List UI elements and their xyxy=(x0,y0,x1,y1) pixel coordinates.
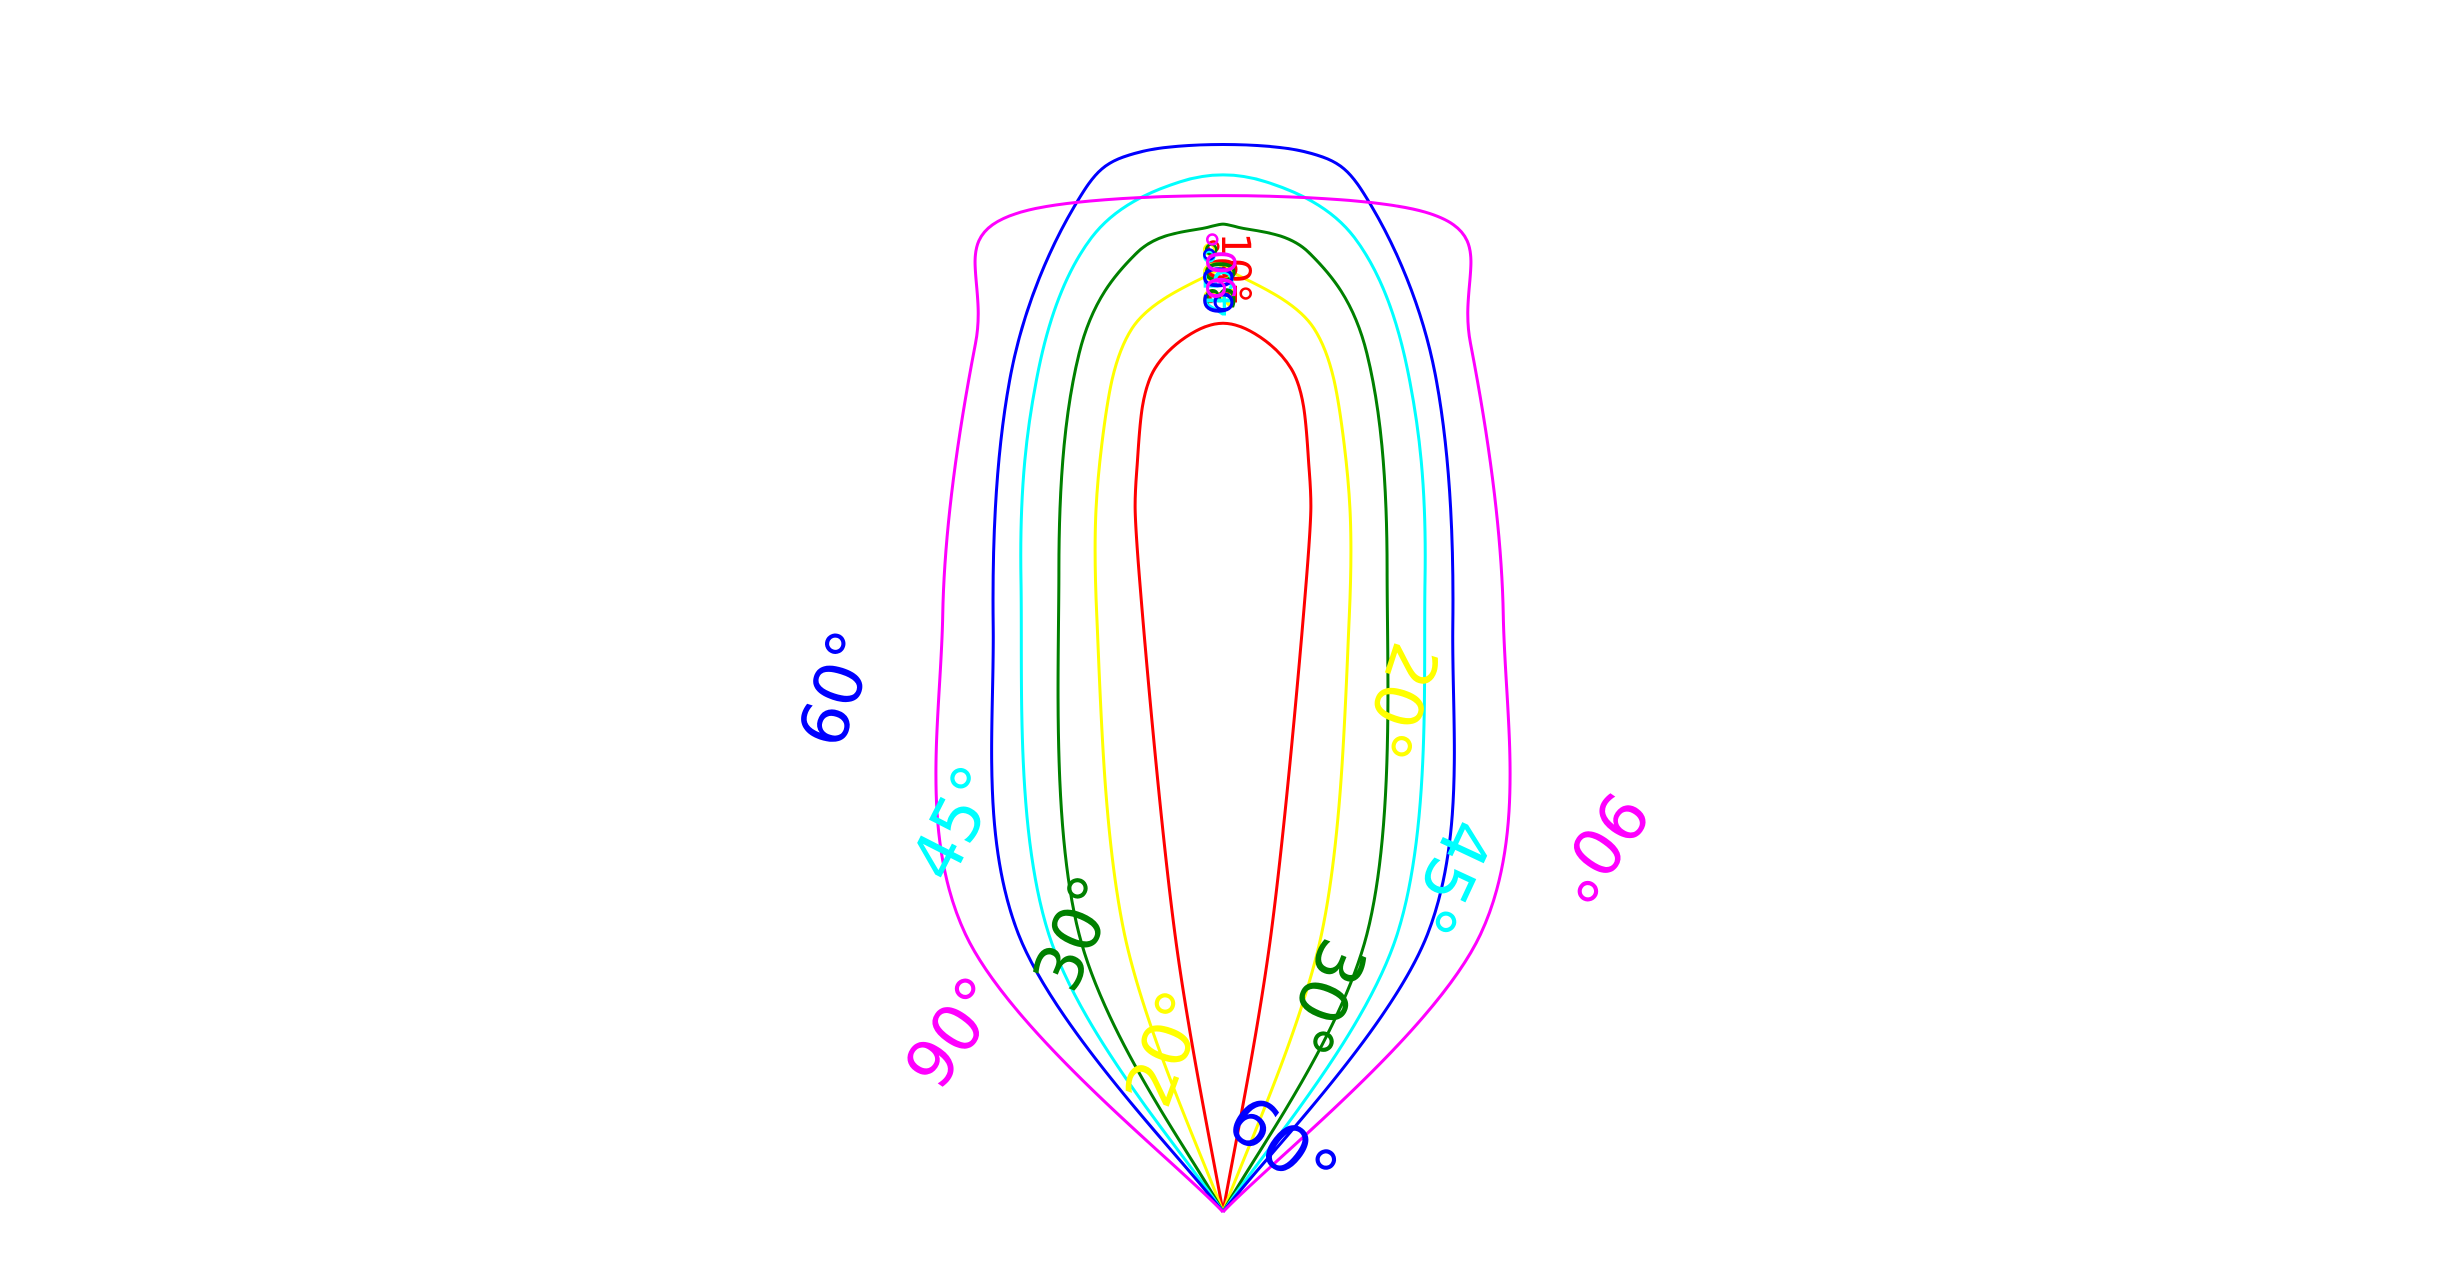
series-labels: 10°10°20°20°20°30°30°30°45°45°45°60°60°6… xyxy=(783,230,1664,1213)
series-label-3-10: 45° xyxy=(1197,247,1243,318)
series-label-4-11: 60° xyxy=(783,621,892,756)
series-label-5-15: 90° xyxy=(1534,778,1664,918)
series-curves xyxy=(934,143,1512,1214)
series-line-1 xyxy=(1093,264,1353,1213)
series-label-3-9: 45° xyxy=(1389,808,1508,947)
series-label-4-13: 60° xyxy=(1197,245,1243,316)
series-label-0-0: 10° xyxy=(1212,233,1258,304)
series-line-0 xyxy=(1133,321,1313,1213)
series-line-5 xyxy=(934,194,1512,1214)
series-label-2-7: 30° xyxy=(1199,240,1245,311)
series-line-2 xyxy=(1056,222,1390,1213)
series-label-3-8: 45° xyxy=(895,753,1017,892)
series-line-3 xyxy=(1019,173,1427,1213)
series-label-0-1: 10° xyxy=(1201,237,1247,308)
series-label-1-2: 20° xyxy=(1110,980,1222,1116)
series-line-4 xyxy=(990,143,1456,1213)
series-label-5-16: 90° xyxy=(1200,230,1246,301)
series-label-1-4: 20° xyxy=(1197,240,1243,311)
series-label-5-14: 90° xyxy=(889,962,1019,1102)
series-label-1-3: 20° xyxy=(1345,634,1454,769)
